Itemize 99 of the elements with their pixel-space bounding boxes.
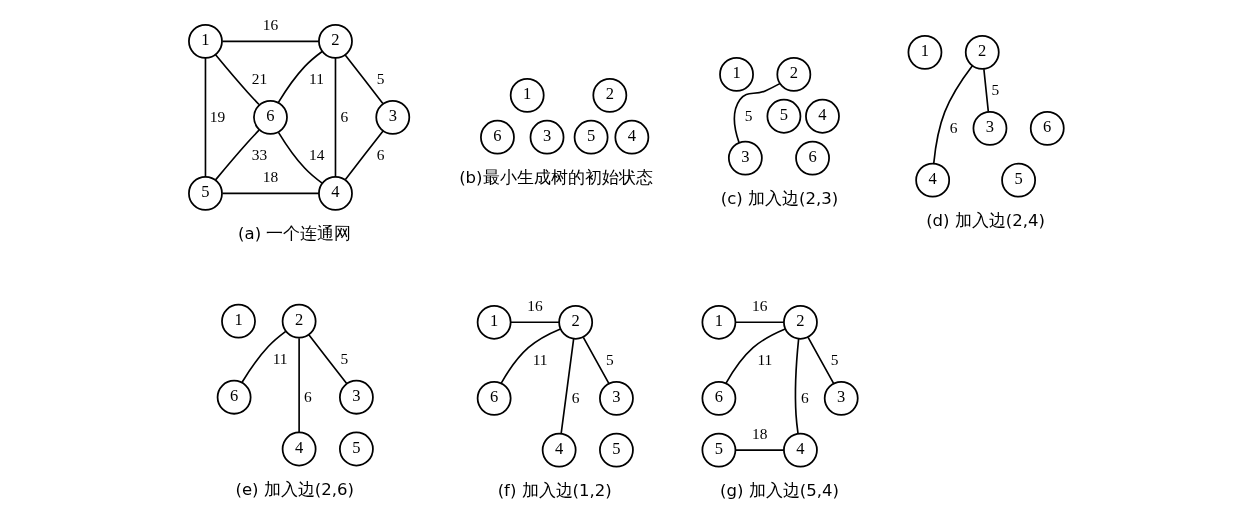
node-circle: 6 (1029, 110, 1065, 146)
connector (214, 54, 260, 106)
edge-label: 11 (756, 350, 772, 368)
connector (277, 131, 323, 184)
node-circle: 1 (476, 304, 512, 340)
node-circle: 5 (766, 98, 801, 134)
edge-label: 5 (830, 350, 838, 368)
connector (509, 321, 560, 324)
connector (806, 336, 834, 385)
connector (214, 129, 260, 181)
edge-label: 18 (262, 168, 278, 186)
edge-label: 14 (308, 146, 324, 163)
connector (343, 54, 384, 105)
node-circle: 5 (598, 432, 634, 468)
label: (e) 加入边(2,6) (234, 479, 354, 499)
node-circle: 4 (613, 119, 649, 155)
connector (221, 40, 320, 43)
edge-label: 21 (251, 69, 267, 87)
connector (559, 337, 574, 435)
node-circle: 4 (914, 162, 950, 198)
edge-label: 6 (339, 107, 348, 125)
edge-label: 5 (991, 80, 999, 98)
connector (344, 130, 384, 181)
node-circle: 6 (794, 140, 830, 176)
edge-label: 6 (800, 388, 809, 406)
connector (734, 449, 785, 451)
node-circle: 2 (557, 304, 593, 340)
connector (204, 57, 206, 178)
node-circle: 4 (281, 431, 316, 467)
label: (d) 加入边(2,4) (925, 210, 1045, 230)
label: (c) 加入边(2,3) (720, 188, 838, 208)
node-circle: 2 (775, 57, 811, 92)
connector (297, 337, 300, 433)
node-circle: 3 (972, 110, 1007, 146)
node-circle: 5 (701, 432, 736, 468)
node-circle: 2 (317, 23, 353, 59)
connector (499, 328, 561, 384)
edge-label: 6 (949, 119, 957, 136)
node-circle: 2 (782, 304, 818, 340)
edge-label: 16 (751, 296, 767, 314)
node-circle: 4 (804, 98, 840, 134)
node-circle: 5 (338, 431, 374, 467)
connector (724, 328, 786, 384)
connector (221, 192, 320, 195)
edge-label: 6 (303, 387, 312, 405)
label: (g) 加入边(5,4) (719, 480, 839, 500)
node-circle: 5 (573, 119, 608, 155)
connector (277, 50, 323, 104)
node-circle: 4 (541, 432, 577, 468)
edge-label: 11 (272, 349, 288, 367)
connector (582, 336, 610, 385)
node-circle: 3 (338, 379, 374, 415)
edge-label: 11 (532, 350, 548, 368)
edge-label: 6 (571, 388, 580, 406)
edge-label: 5 (339, 349, 348, 367)
edge-label: 5 (376, 69, 384, 87)
node-circle: 6 (216, 379, 251, 415)
node-circle: 4 (317, 175, 353, 211)
node-circle: 1 (187, 23, 223, 59)
node-circle: 6 (479, 119, 515, 155)
node-circle: 3 (823, 380, 859, 416)
connector (794, 338, 799, 435)
node-circle: 3 (727, 140, 763, 176)
connector (932, 64, 973, 165)
node-circle: 3 (529, 119, 564, 155)
node-circle: 2 (591, 77, 627, 113)
node-circle: 3 (598, 380, 634, 416)
node-circle: 1 (220, 303, 256, 339)
node-circle: 1 (509, 77, 545, 113)
label: (a) 一个连通网 (237, 224, 351, 244)
node-circle: 6 (701, 380, 736, 416)
edge-label: 5 (744, 106, 752, 124)
edge-label: 6 (376, 146, 384, 163)
connector (307, 334, 347, 385)
edge-label: 33 (251, 146, 267, 163)
node-circle: 2 (281, 303, 316, 339)
node-circle: 1 (907, 34, 942, 70)
node-circle: 1 (718, 57, 754, 92)
label: (f) 加入边(1,2) (497, 480, 612, 500)
label: (b)最小生成树的初始状态 (458, 167, 653, 187)
edge-label: 16 (526, 296, 543, 314)
node-circle: 5 (1000, 162, 1036, 198)
edge-label: 19 (209, 107, 225, 125)
connector (334, 57, 336, 178)
edge-label: 18 (751, 424, 767, 442)
node-circle: 6 (252, 99, 288, 135)
node-circle: 6 (476, 380, 512, 416)
connector (240, 330, 287, 384)
edge-label: 5 (605, 350, 614, 368)
node-circle: 3 (374, 99, 410, 135)
node-circle: 2 (964, 34, 1000, 70)
edge-label: 16 (262, 15, 278, 33)
node-circle: 1 (701, 304, 736, 340)
connector (982, 68, 989, 113)
connector (733, 82, 781, 144)
edge-label: 11 (308, 69, 324, 87)
node-circle: 4 (782, 432, 818, 468)
connector (734, 321, 785, 324)
node-circle: 5 (187, 175, 223, 211)
